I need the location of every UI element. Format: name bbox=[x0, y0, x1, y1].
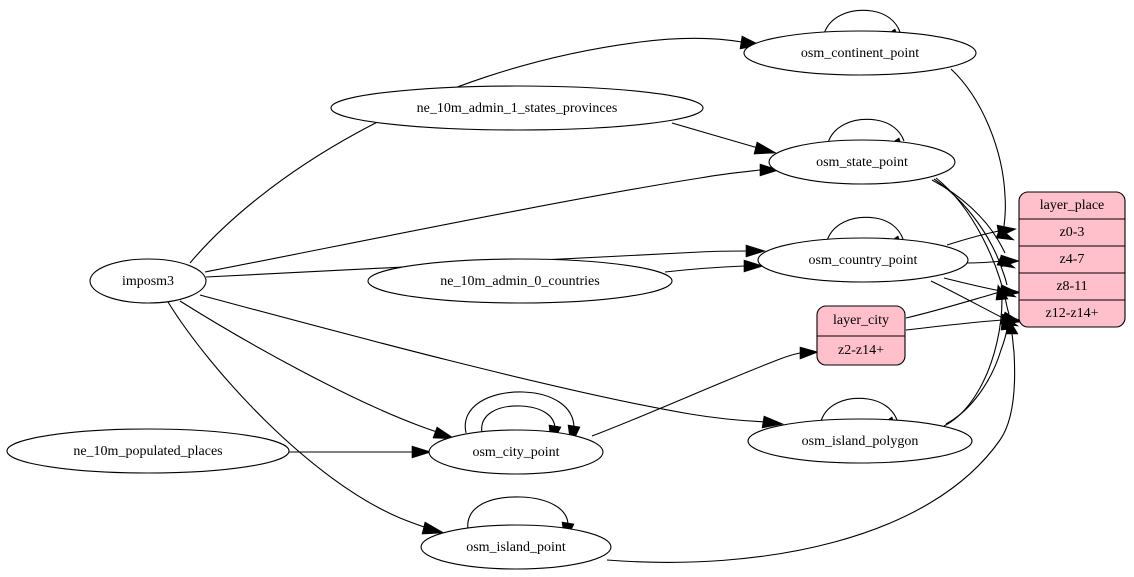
selfloop-osm-island-polygon bbox=[819, 397, 898, 426]
record-layer-place-title: layer_place bbox=[1040, 198, 1105, 213]
node-imposm3[interactable]: imposm3 bbox=[89, 258, 207, 304]
edge-imposm3-to-osm-country-point bbox=[205, 250, 747, 278]
arrowhead-icon bbox=[432, 426, 457, 440]
selfloop-osm-state-point bbox=[826, 118, 905, 147]
record-node-layer-city[interactable]: layer_city z2-z14+ bbox=[816, 305, 906, 366]
node-osm-island-point-label: osm_island_point bbox=[466, 540, 566, 555]
node-osm-continent-point-label: osm_continent_point bbox=[801, 46, 919, 61]
node-ne-10m-admin-1-states-provinces[interactable]: ne_10m_admin_1_states_provinces bbox=[330, 85, 704, 131]
node-osm-state-point-label: osm_state_point bbox=[816, 155, 908, 170]
node-imposm3-label: imposm3 bbox=[122, 274, 174, 289]
record-layer-place-row-z0-3[interactable]: z0-3 bbox=[1060, 225, 1085, 240]
edge-osm-island-polygon-to-layer-place-z12-z14 bbox=[945, 328, 1008, 425]
edge-osm-country-point-to-layer-place-z0-3 bbox=[946, 230, 1000, 246]
arrowhead-icon bbox=[995, 284, 1009, 301]
edge-osm-island-polygon-to-layer-place-z8-11 bbox=[943, 298, 1003, 427]
record-layer-city-title: layer_city bbox=[833, 313, 889, 328]
edge-layer-city-to-layer-place-z12-z14 bbox=[905, 319, 1003, 331]
edge-osm-continent-point-to-layer-place-z0-3 bbox=[950, 68, 1006, 227]
arrowhead-icon bbox=[1000, 254, 1020, 268]
node-ne-states-label: ne_10m_admin_1_states_provinces bbox=[417, 101, 618, 116]
arrowhead-icon bbox=[799, 346, 819, 360]
node-osm-city-point[interactable]: osm_city_point bbox=[428, 429, 604, 475]
selfloop-osm-island-point bbox=[467, 496, 569, 531]
node-osm-island-polygon[interactable]: osm_island_polygon bbox=[747, 418, 973, 464]
arrowhead-icon bbox=[996, 224, 1017, 238]
selfloop-osm-city-point-outer bbox=[464, 391, 575, 434]
edge-imposm3-to-osm-island-polygon bbox=[199, 294, 767, 423]
arrowhead-icon bbox=[753, 141, 778, 155]
edge-imposm3-to-osm-island-point bbox=[167, 301, 429, 529]
edge-osm-country-point-to-layer-place-z12-z14 bbox=[930, 280, 1004, 319]
node-ne-countries-label: ne_10m_admin_0_countries bbox=[440, 274, 599, 289]
edge-imposm3-to-osm-state-point bbox=[204, 169, 761, 273]
record-layer: layer_place z0-3 z4-7 z8-11 z12-z14+ lay… bbox=[816, 191, 1126, 366]
record-layer-place-row-z12-z14[interactable]: z12-z14+ bbox=[1046, 306, 1099, 321]
edge-osm-city-point-to-layer-city-z2-z14 bbox=[591, 352, 801, 437]
arrowhead-icon bbox=[761, 415, 785, 429]
edge-ne-states-to-osm-state-point bbox=[671, 122, 759, 149]
record-layer-place-row-z4-7[interactable]: z4-7 bbox=[1060, 252, 1085, 267]
node-osm-island-polygon-label: osm_island_polygon bbox=[802, 434, 919, 449]
edge-imposm3-to-osm-city-point bbox=[179, 300, 441, 434]
arrowhead-icon bbox=[759, 163, 780, 177]
arrowhead-icon bbox=[411, 445, 432, 459]
record-layer-place-row-z8-11[interactable]: z8-11 bbox=[1056, 279, 1087, 294]
node-osm-continent-point[interactable]: osm_continent_point bbox=[743, 30, 977, 76]
record-node-layer-place[interactable]: layer_place z0-3 z4-7 z8-11 z12-z14+ bbox=[1018, 191, 1126, 328]
node-osm-state-point[interactable]: osm_state_point bbox=[768, 139, 956, 185]
edge-osm-country-point-to-layer-place-z4-7 bbox=[965, 260, 1003, 264]
arrowhead-icon bbox=[743, 259, 764, 273]
node-ne-10m-admin-0-countries[interactable]: ne_10m_admin_0_countries bbox=[367, 258, 673, 304]
edge-osm-state-point-to-layer-place-z4-7 bbox=[931, 179, 1006, 254]
record-layer-city-row-z2-z14[interactable]: z2-z14+ bbox=[838, 343, 884, 358]
node-osm-island-point[interactable]: osm_island_point bbox=[420, 524, 612, 570]
node-ne-populated-label: ne_10m_populated_places bbox=[73, 444, 222, 459]
edge-osm-country-point-to-layer-place-z8-11 bbox=[943, 277, 1002, 292]
node-osm-country-point-label: osm_country_point bbox=[809, 253, 918, 268]
selfloop-osm-continent-point bbox=[822, 9, 901, 38]
node-osm-city-point-label: osm_city_point bbox=[472, 445, 559, 460]
arrowhead-icon bbox=[1005, 318, 1019, 335]
edge-osm-island-point-to-layer-place-z12-z14 bbox=[606, 333, 1016, 563]
node-ne-10m-populated-places[interactable]: ne_10m_populated_places bbox=[6, 428, 290, 474]
edge-ne-countries-to-osm-country-point bbox=[664, 265, 745, 273]
node-layer: imposm3 ne_10m_admin_1_states_provinces … bbox=[6, 30, 977, 570]
arrowhead-icon bbox=[745, 244, 766, 258]
selfloop-osm-country-point bbox=[825, 216, 904, 245]
node-osm-country-point[interactable]: osm_country_point bbox=[757, 237, 969, 283]
edge-layer-city-to-layer-place-z8-11 bbox=[905, 291, 1001, 319]
arrowhead-icon bbox=[421, 521, 446, 535]
edge-imposm3-to-osm-continent-point bbox=[189, 37, 743, 264]
selfloop-osm-city-point-inner bbox=[481, 405, 556, 434]
